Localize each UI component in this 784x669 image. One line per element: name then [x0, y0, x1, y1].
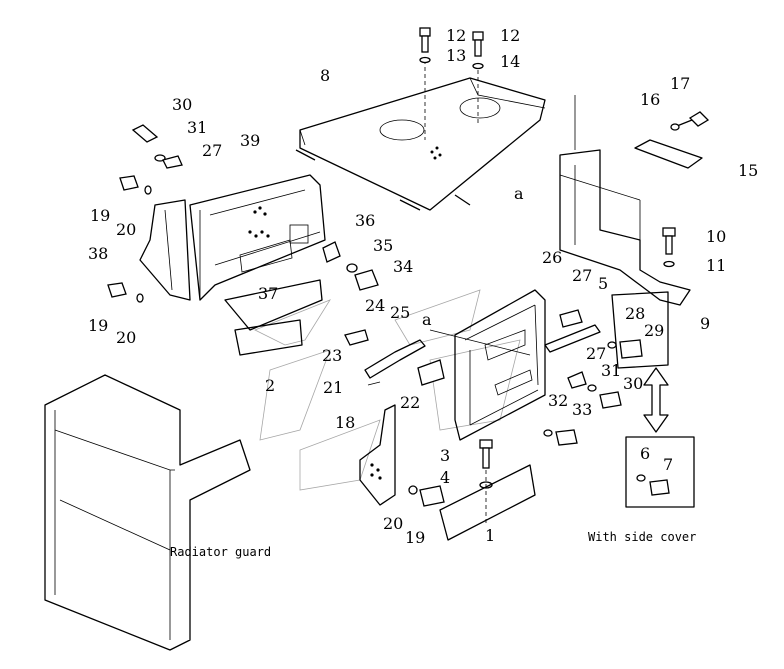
callout-25: 25	[390, 303, 411, 322]
callout-20c: 20	[383, 514, 404, 533]
bolt-10	[662, 227, 676, 268]
callout-1: 1	[485, 526, 496, 545]
lower-bolts	[408, 439, 493, 507]
callout-27c: 27	[586, 344, 607, 363]
callout-30a: 30	[172, 95, 193, 114]
callout-32: 32	[548, 391, 569, 410]
callout-37: 37	[258, 284, 279, 303]
lower-plate	[439, 464, 536, 541]
callout-26: 26	[542, 248, 563, 267]
callout-12b: 12	[500, 26, 521, 45]
callout-19c: 19	[405, 528, 426, 547]
latch-parts	[544, 309, 601, 389]
callout-29: 29	[644, 321, 665, 340]
callout-5: 5	[598, 274, 609, 293]
callout-39: 39	[240, 131, 261, 150]
double-arrow	[643, 367, 669, 433]
callout-28: 28	[625, 304, 646, 323]
callout-24: 24	[365, 296, 386, 315]
callout-4: 4	[440, 468, 451, 487]
inset-box	[625, 436, 695, 508]
callout-19a: 19	[90, 206, 111, 225]
radiator-guard-label: Radiator guard	[170, 545, 272, 559]
top-bolts	[419, 27, 484, 70]
top-cover-panel	[295, 60, 546, 211]
callout-33: 33	[572, 400, 593, 419]
callout-11: 11	[706, 256, 727, 275]
callout-19b: 19	[88, 316, 109, 335]
callout-27a: 27	[202, 141, 223, 160]
watermark-logo	[254, 289, 521, 491]
callout-30b: 30	[623, 374, 644, 393]
reference-a-middle: a	[422, 310, 432, 329]
left-side-panel	[189, 174, 326, 301]
callout-7: 7	[663, 455, 674, 474]
callout-18: 18	[335, 413, 356, 432]
callout-23: 23	[322, 346, 343, 365]
clip-and-bolt	[322, 241, 379, 291]
right-door-frame	[429, 289, 546, 441]
lower-bracket	[359, 404, 396, 506]
callout-20a: 20	[116, 220, 137, 239]
callout-12a: 12	[446, 26, 467, 45]
reference-a-top: a	[514, 184, 524, 203]
callout-10: 10	[706, 227, 727, 246]
callout-21: 21	[323, 378, 344, 397]
callout-20b: 20	[116, 328, 137, 347]
callout-31a: 31	[187, 118, 208, 137]
callout-6: 6	[640, 444, 651, 463]
callout-31b: 31	[601, 361, 622, 380]
bolts-left	[107, 175, 152, 303]
plate-and-bolt	[634, 111, 710, 169]
right-bolts	[543, 291, 669, 446]
callout-38: 38	[88, 244, 109, 263]
right-support-frame	[559, 95, 691, 306]
callout-36: 36	[355, 211, 376, 230]
callout-13: 13	[446, 46, 467, 65]
callout-27b: 27	[572, 266, 593, 285]
radiator-guard	[44, 374, 251, 651]
side-cover-note: With side cover	[588, 530, 697, 544]
callout-35: 35	[373, 236, 394, 255]
bolts-top-left	[131, 124, 183, 169]
handle-parts	[344, 329, 445, 386]
callout-16: 16	[640, 90, 661, 109]
callout-15: 15	[738, 161, 759, 180]
callout-22: 22	[400, 393, 421, 412]
left-bracket	[139, 199, 191, 301]
callout-14: 14	[500, 52, 521, 71]
lower-left-panel	[224, 239, 323, 356]
callout-34: 34	[393, 257, 414, 276]
callout-2: 2	[265, 376, 276, 395]
callout-3: 3	[440, 446, 451, 465]
callout-17: 17	[670, 74, 691, 93]
callout-8: 8	[320, 66, 331, 85]
callout-9: 9	[700, 314, 711, 333]
